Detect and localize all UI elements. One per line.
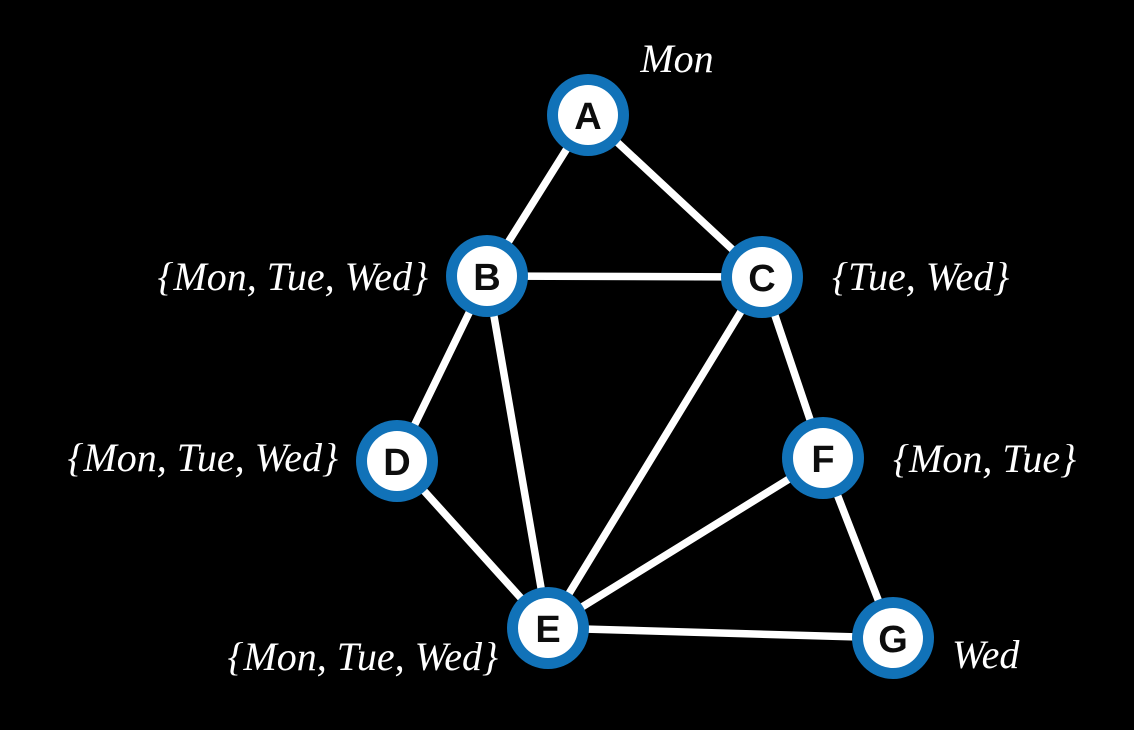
domain-label-E: {Mon, Tue, Wed} [227, 634, 498, 679]
node-core-C [732, 247, 792, 307]
node-A: A [547, 74, 629, 156]
node-D: D [356, 420, 438, 502]
node-core-A [558, 85, 618, 145]
node-core-D [367, 431, 427, 491]
node-core-E [518, 598, 578, 658]
node-letter-F: F [811, 439, 834, 481]
domain-label-A: Mon [639, 36, 713, 81]
domain-label-G: Wed [952, 632, 1020, 677]
domain-label-C: {Tue, Wed} [832, 254, 1009, 299]
node-E: E [507, 587, 589, 669]
edge-E-F [544, 454, 827, 632]
nodes-layer: A B C D E F G [356, 74, 934, 679]
node-letter-G: G [878, 619, 908, 661]
node-core-F [793, 428, 853, 488]
edge-C-E [544, 273, 766, 632]
node-letter-A: A [574, 96, 601, 138]
edge-B-C [483, 272, 766, 281]
domain-label-D: {Mon, Tue, Wed} [67, 435, 338, 480]
node-letter-E: E [535, 609, 560, 651]
node-core-G [863, 608, 923, 668]
node-letter-B: B [473, 257, 500, 299]
node-core-B [457, 246, 517, 306]
node-B: B [446, 235, 528, 317]
domain-label-F: {Mon, Tue} [893, 436, 1076, 481]
edge-B-E [483, 272, 552, 632]
node-F: F [782, 417, 864, 499]
node-C: C [721, 236, 803, 318]
node-letter-D: D [383, 442, 410, 484]
node-G: G [852, 597, 934, 679]
domain-label-B: {Mon, Tue, Wed} [157, 254, 428, 299]
edge-E-G [544, 624, 897, 642]
labels-layer: Mon {Mon, Tue, Wed} {Tue, Wed} {Mon, Tue, W… [67, 36, 1076, 679]
node-letter-C: C [748, 258, 775, 300]
edges-layer [393, 111, 897, 642]
